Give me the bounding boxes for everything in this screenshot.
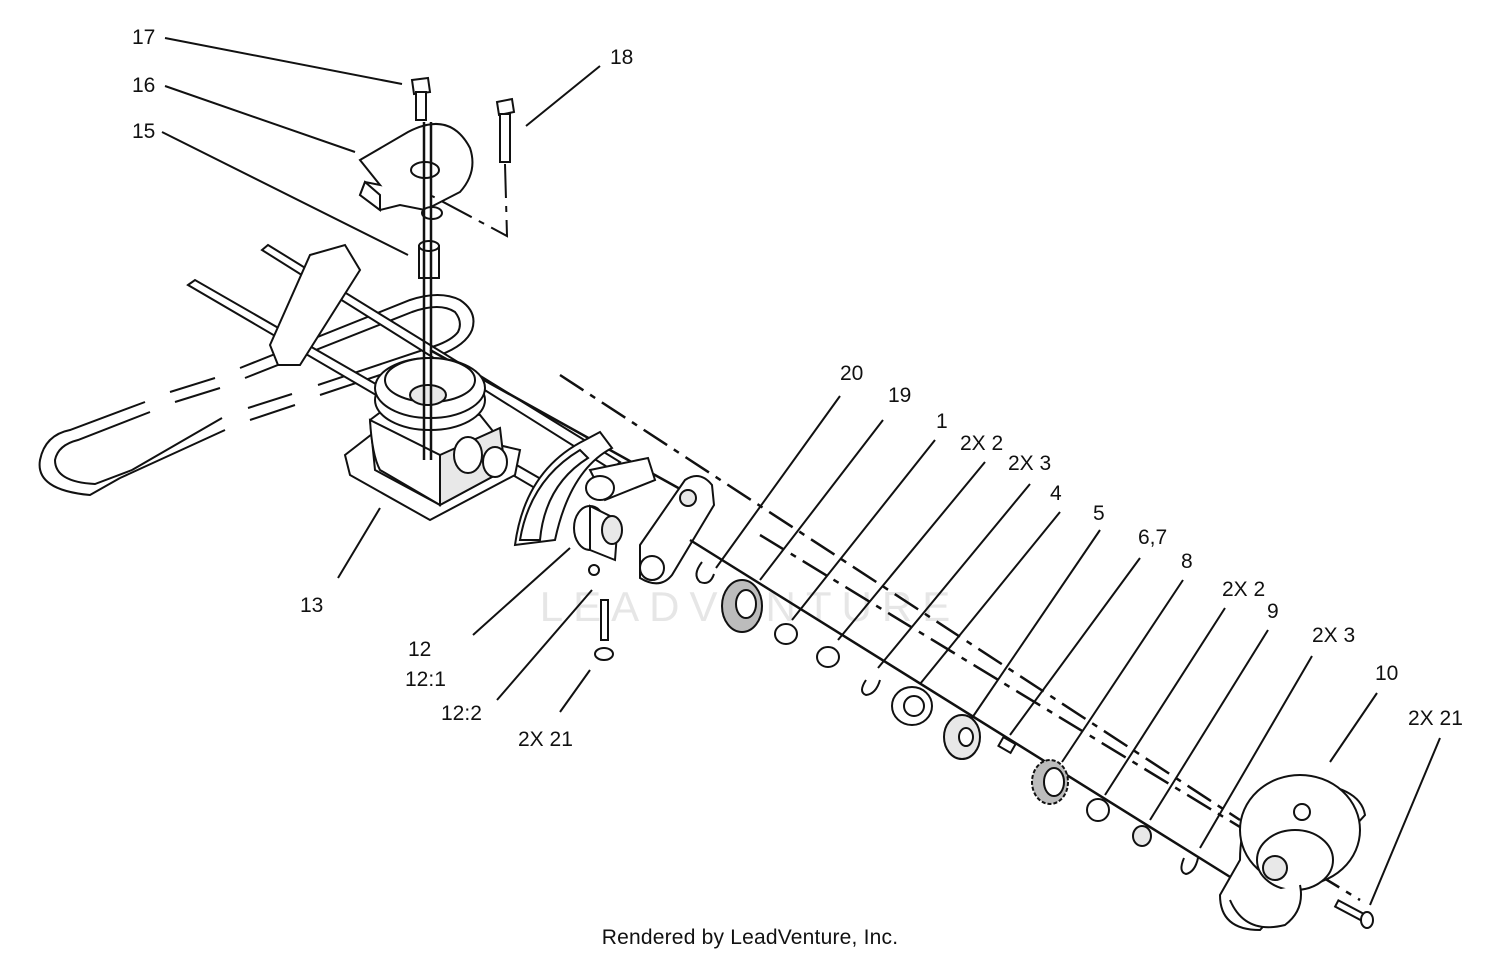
shaft-bracket xyxy=(268,243,362,366)
callout-8: 8 xyxy=(1181,550,1193,573)
cam-plate xyxy=(358,123,474,220)
snap-ring-20 xyxy=(695,561,715,584)
callout-2x3-b: 2X 3 xyxy=(1312,624,1355,647)
callout-2x2-b: 2X 2 xyxy=(1222,578,1265,601)
callout-17: 17 xyxy=(132,26,155,49)
callout-12-2: 12:2 xyxy=(441,702,482,725)
bolt-small-left xyxy=(588,564,614,661)
callout-1: 1 xyxy=(936,410,948,433)
bushing-3b xyxy=(1132,825,1152,847)
shift-sector xyxy=(513,430,657,547)
drive-wheel xyxy=(1218,774,1367,932)
snap-ring-9 xyxy=(1180,857,1199,876)
snap-ring-3 xyxy=(861,679,881,697)
pinion-gear xyxy=(1031,759,1069,805)
washer-1 xyxy=(774,623,798,645)
callout-2x2-a: 2X 2 xyxy=(960,432,1003,455)
callout-2x3-a: 2X 3 xyxy=(1008,452,1051,475)
callout-16: 16 xyxy=(132,74,155,97)
callout-5: 5 xyxy=(1093,502,1105,525)
long-bolt xyxy=(495,97,516,163)
drive-belt xyxy=(38,294,475,497)
thrust-washer xyxy=(891,686,933,726)
callout-19: 19 xyxy=(888,384,911,407)
callout-12: 12 xyxy=(408,638,431,661)
washer-2 xyxy=(816,646,840,668)
callout-6-7: 6,7 xyxy=(1138,526,1167,549)
callout-15: 15 xyxy=(132,120,155,143)
gearbox xyxy=(343,403,522,522)
render-credit: Rendered by LeadVenture, Inc. xyxy=(601,926,899,949)
key-pin xyxy=(997,735,1017,755)
leader-lines xyxy=(161,37,1441,906)
callout-18: 18 xyxy=(610,46,633,69)
bolt-small-right xyxy=(1333,899,1374,929)
bearing xyxy=(721,579,763,633)
callout-13: 13 xyxy=(300,594,323,617)
washer-2b xyxy=(1086,798,1110,822)
callout-12-1: 12:1 xyxy=(405,668,446,691)
hex-bolt-top xyxy=(410,76,432,121)
callout-4: 4 xyxy=(1050,482,1062,505)
callout-20: 20 xyxy=(840,362,863,385)
callout-2x21-a: 2X 21 xyxy=(518,728,573,751)
hub xyxy=(573,504,623,562)
callout-labels: 17 16 15 18 20 19 1 2X 2 2X 3 4 5 6,7 8 … xyxy=(132,26,1463,751)
spacer xyxy=(418,240,440,279)
clutch-plate xyxy=(943,714,981,760)
callout-2x21-b: 2X 21 xyxy=(1408,707,1463,730)
callout-9: 9 xyxy=(1267,600,1279,623)
callout-10: 10 xyxy=(1375,662,1398,685)
